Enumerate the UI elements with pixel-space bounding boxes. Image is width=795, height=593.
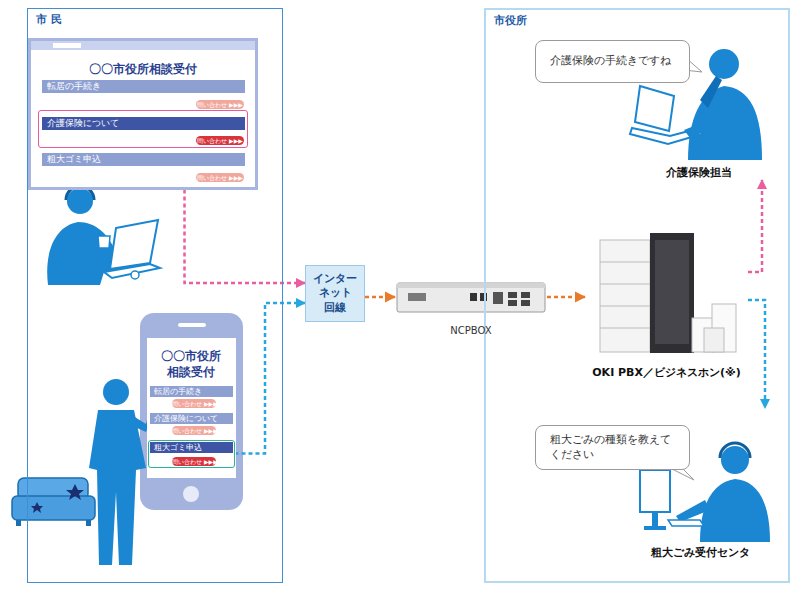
node-text: 粗大ごみの種類を教えてください (550, 433, 675, 463)
node-text: 介護保険について (42, 117, 245, 130)
citizen-region: 転居の手続き介護保険について粗大ゴミ申込〇〇市役所相談受付転居の手続き介護保険に… (27, 8, 283, 583)
inquiry-button: 問い合わせ ▶▶▶ (196, 136, 244, 145)
menu-item: 転居の手続き (42, 80, 245, 93)
node-text: 〇〇市役所 相談受付 (147, 348, 236, 380)
node-text: 介護保険について (150, 413, 233, 424)
pc-web-screen: 転居の手続き介護保険について粗大ゴミ申込 〇〇市役所相談受付 (28, 38, 258, 190)
dashed-connector (235, 303, 306, 454)
citizen-pc-figure (47, 186, 160, 285)
node-text: OKI PBX／ビジネスホン(※) (585, 365, 748, 380)
dashed-connector (748, 300, 765, 408)
inquiry-button: 問い合わせ ▶▶▶ (196, 173, 244, 182)
node-text: 市 民 (36, 12, 62, 27)
node-text: 粗大ごみ受付センタ (625, 545, 775, 560)
menu-item: 粗大ゴミ申込 (42, 153, 245, 166)
node-text: 介護保険担当 (625, 165, 772, 180)
node-text: 介護保険の手続きですね (550, 54, 675, 69)
dashed-connector (748, 180, 762, 272)
pbx-equipment (600, 233, 736, 353)
node-text: 市役所 (494, 13, 527, 28)
dashed-connector (365, 296, 395, 299)
menu-item: 転居の手続き (150, 386, 233, 397)
pbx-node: OKI PBX／ビジネスホン(※) (585, 228, 748, 380)
staff-node: 粗大ごみ受付センタ (625, 408, 775, 560)
node-text: インター ネット 回線 (306, 272, 364, 315)
ncpbox-node: NCPBOX (395, 280, 547, 336)
speech-bubble: 粗大ごみの種類を教えてください (535, 425, 690, 470)
sofa (12, 478, 95, 526)
internet-line-box: インター ネット 回線 (305, 265, 365, 322)
inquiry-button: 問い合わせ ▶▶▶ (196, 100, 244, 109)
city-hall-region: OKI PBX／ビジネスホン(※) 介護保険の手続きですね介護保険担当粗大ごみの種… (484, 8, 790, 583)
node-text: 転居の手続き (150, 386, 233, 397)
speech-bubble: 介護保険の手続きですね (535, 40, 690, 83)
staff-node: 介護保険担当 (625, 38, 772, 180)
ncpbox-device (397, 283, 545, 312)
menu-item: 介護保険について (150, 413, 233, 424)
smartphone-body (140, 313, 243, 510)
citizen-standing-figure (89, 379, 152, 565)
node-text: 粗大ゴミ申込 (42, 153, 245, 166)
inquiry-button: 問い合わせ ▶▶▶ (172, 457, 216, 466)
inquiry-button: 問い合わせ ▶▶▶ (172, 399, 216, 408)
dashed-connector (547, 296, 585, 299)
node-text: 転居の手続き (42, 80, 245, 93)
node-text: NCPBOX (395, 325, 547, 336)
inquiry-button: 問い合わせ ▶▶▶ (172, 426, 216, 435)
node-text: 〇〇市役所相談受付 (31, 61, 255, 78)
node-text: 粗大ゴミ申込 (150, 442, 233, 453)
